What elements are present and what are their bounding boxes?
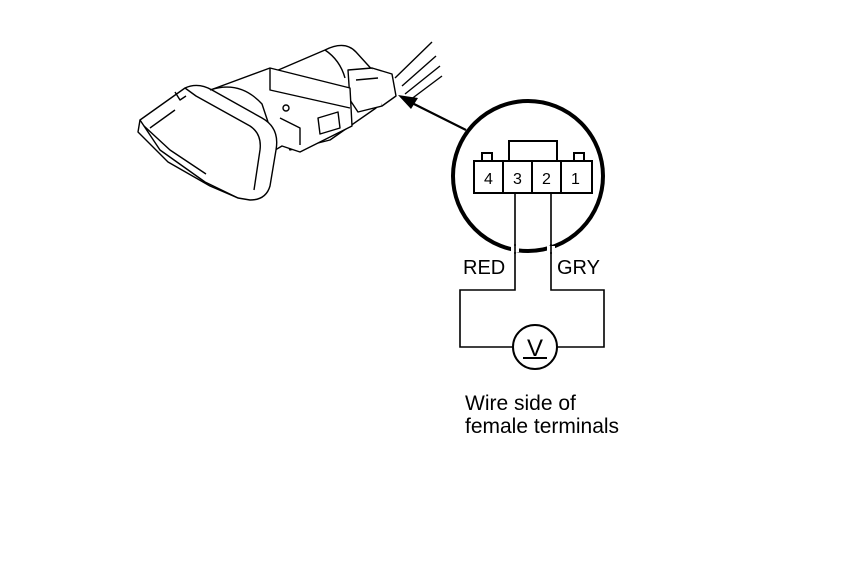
probe-circuit bbox=[459, 193, 605, 348]
connector-front-lever bbox=[139, 84, 278, 201]
terminal-4: 4 bbox=[484, 171, 493, 188]
harness-wire-lower bbox=[404, 65, 441, 95]
harness-wire-upper bbox=[394, 41, 433, 79]
voltmeter-symbol: V bbox=[527, 335, 543, 362]
terminal-1: 1 bbox=[571, 171, 580, 188]
harness-wire-upper-2 bbox=[401, 55, 437, 87]
caption: Wire side of female terminals bbox=[465, 392, 619, 438]
terminal-3: 3 bbox=[513, 171, 522, 188]
connector-illustration bbox=[137, 41, 443, 201]
caption-line-2: female terminals bbox=[465, 415, 620, 438]
terminal-numbers: 4 3 2 1 bbox=[484, 171, 580, 188]
probe-lead-red bbox=[459, 193, 516, 348]
caption-line-1: Wire side of bbox=[465, 392, 576, 415]
terminal-face bbox=[473, 140, 593, 194]
harness-wire-lower-2 bbox=[409, 75, 443, 101]
probe-lead-gry bbox=[550, 193, 605, 348]
wire-label-red: RED bbox=[463, 257, 505, 279]
pointer-arrow bbox=[398, 95, 467, 131]
terminal-2: 2 bbox=[542, 171, 551, 188]
voltmeter-icon: V bbox=[512, 324, 558, 370]
wire-label-gry: GRY bbox=[557, 257, 600, 279]
